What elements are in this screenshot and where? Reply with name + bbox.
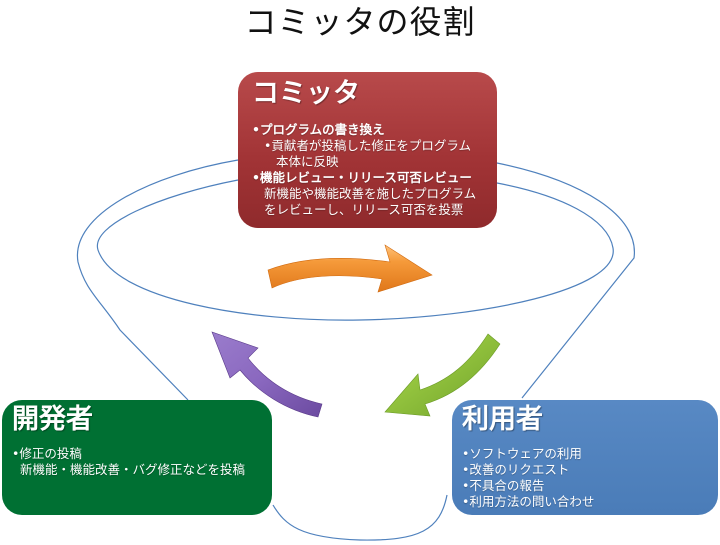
user-box: 利用者 •ソフトウェアの利用 •改善のリクエスト •不具合の報告 •利用方法の問… (452, 400, 718, 515)
page-title: コミッタの役割 (244, 3, 476, 41)
arrow-green-icon (384, 333, 501, 417)
committer-item: 新機能や機能改善を施したプログラム (264, 186, 477, 201)
user-heading: 利用者 (462, 404, 543, 435)
user-item: •改善のリクエスト (462, 462, 570, 477)
arrow-orange-icon (267, 244, 433, 293)
committer-box: コミッタ •プログラムの書き換え •貢献者が投稿した修正をプログラム 本体に反映… (238, 72, 497, 228)
arrow-purple-icon (211, 331, 323, 418)
user-item: •不具合の報告 (462, 478, 545, 493)
funnel-inner-ellipse (96, 179, 614, 321)
funnel-bottom (272, 494, 448, 541)
developer-heading: 開発者 (12, 404, 93, 435)
developer-item: 新機能・機能改善・バグ修正などを投稿 (20, 462, 246, 477)
developer-box: 開発者 •修正の投稿 新機能・機能改善・バグ修正などを投稿 (2, 400, 272, 515)
funnel-outer-rim-right (496, 162, 635, 399)
committer-item: をレビューし、リリース可否を投票 (264, 202, 464, 217)
committer-item: •貢献者が投稿した修正をプログラム (264, 138, 471, 153)
committer-item: •プログラムの書き換え (252, 122, 385, 137)
committer-item: •機能レビュー・リリース可否レビュー (252, 170, 472, 185)
committer-heading: コミッタ (252, 78, 360, 109)
user-item: •ソフトウェアの利用 (462, 446, 582, 461)
committer-item: 本体に反映 (276, 154, 339, 169)
developer-item: •修正の投稿 (12, 446, 82, 461)
user-item: •利用方法の問い合わせ (462, 494, 595, 509)
funnel-outer-rim (76, 159, 239, 401)
